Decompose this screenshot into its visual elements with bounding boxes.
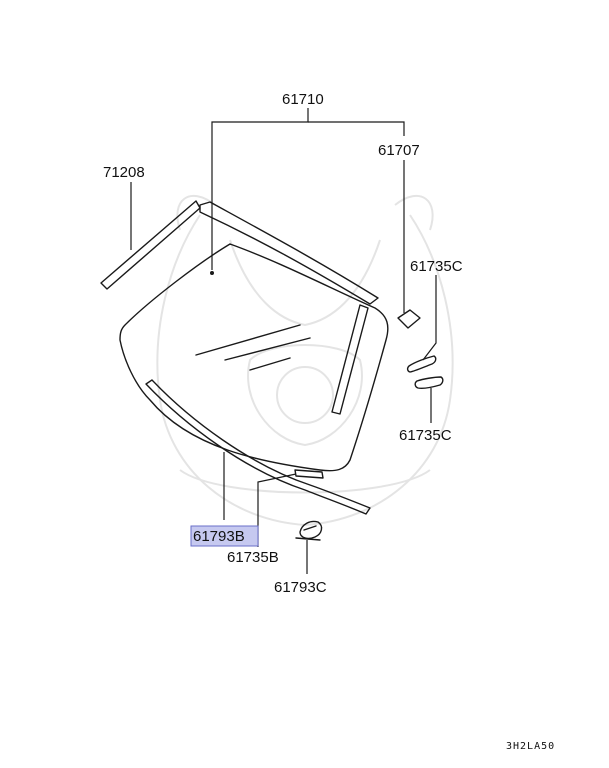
clip-lower-part[interactable] — [414, 376, 444, 389]
upper-molding-part[interactable] — [199, 201, 379, 415]
label-lower-seal-selected[interactable]: 61793B — [193, 528, 245, 545]
windshield-glass-part[interactable] — [119, 243, 389, 472]
label-molding[interactable]: 61707 — [378, 142, 420, 159]
clip-upper-part[interactable] — [406, 355, 437, 373]
label-clip-lower[interactable]: 61735C — [399, 427, 452, 444]
label-clip-upper[interactable]: 61735C — [410, 258, 463, 275]
label-clip-bottom[interactable]: 61735B — [227, 549, 279, 566]
side-molding-part[interactable] — [100, 200, 201, 290]
selected-part-highlight — [190, 525, 259, 547]
molding-part[interactable] — [397, 309, 421, 329]
watermark-emblem — [156, 194, 454, 527]
fastener-part[interactable] — [295, 520, 323, 541]
label-windshield-assembly[interactable]: 61710 — [282, 91, 324, 108]
clip-bottom-part[interactable] — [294, 469, 324, 479]
leader-lines — [130, 108, 437, 574]
lower-seal-part[interactable] — [145, 379, 371, 515]
diagram-reference-code: 3H2LA50 — [506, 741, 555, 752]
label-fastener[interactable]: 61793C — [274, 579, 327, 596]
label-side-molding[interactable]: 71208 — [103, 164, 145, 181]
